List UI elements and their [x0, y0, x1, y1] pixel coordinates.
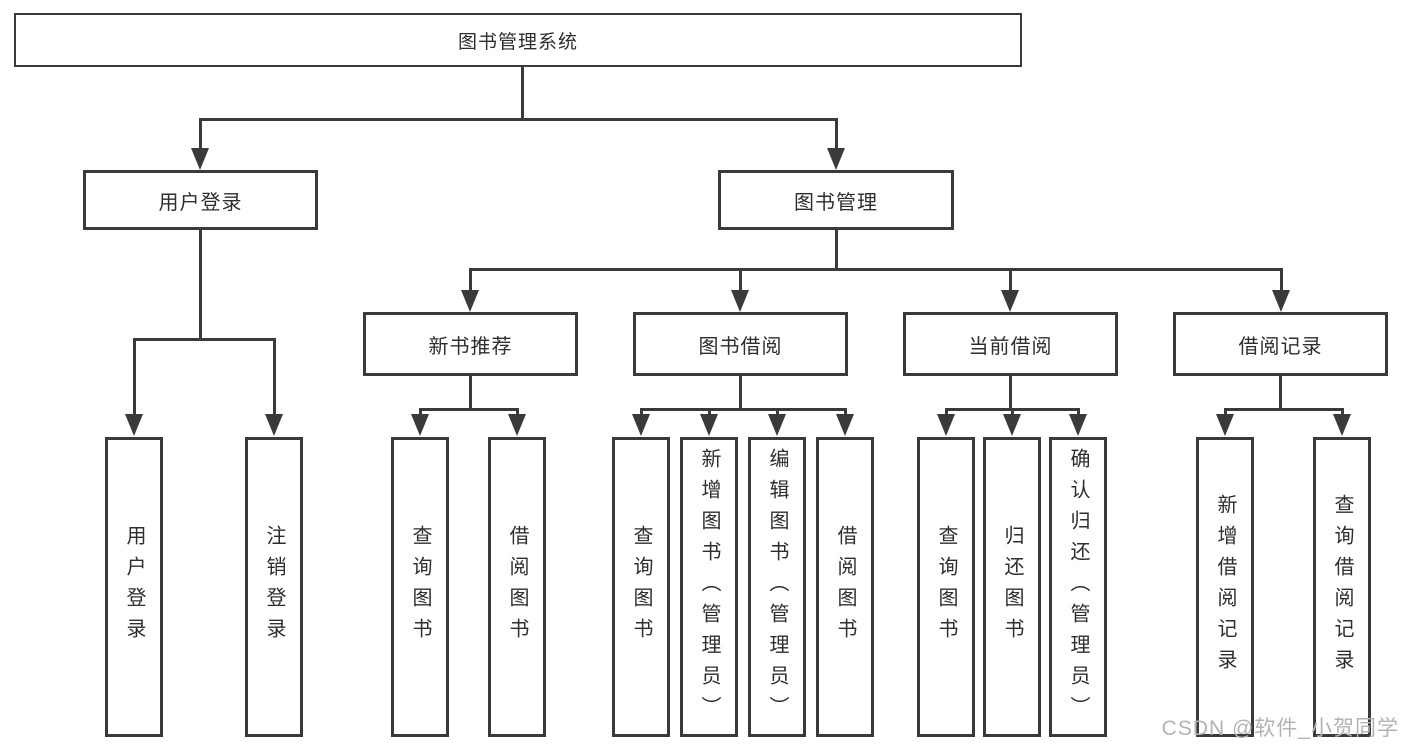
connector-book-mgmt-stem: [835, 118, 838, 152]
csdn-watermark: CSDN @软件_小贺同学: [1161, 717, 1399, 740]
arrow-down-icon: [1272, 290, 1290, 312]
leaf-label: 归还图书: [1001, 525, 1023, 649]
connector-leaf-stem: [640, 408, 643, 418]
connector-leaf-stem: [133, 338, 136, 416]
connector-level2-branch: [469, 268, 1283, 271]
arrow-down-icon: [1333, 414, 1351, 436]
connector-borrow-branch: [640, 408, 847, 411]
arrow-down-icon: [768, 414, 786, 436]
arrow-down-icon: [731, 290, 749, 312]
leaf-label: 新增借阅记录: [1214, 494, 1236, 680]
connector-leaf-stem: [1011, 408, 1014, 418]
connector-borrow-down: [739, 376, 742, 410]
leaf-user-login: 用户登录: [105, 437, 163, 737]
leaf-edit-book-admin: 编辑图书（管理员）: [748, 437, 806, 737]
leaf-label: 新增图书（管理员）: [698, 447, 720, 727]
leaf-query-books-borrow: 查询图书: [612, 437, 670, 737]
leaf-add-borrow-record: 新增借阅记录: [1196, 437, 1254, 737]
leaf-borrow-books-recommend: 借阅图书: [488, 437, 546, 737]
node-new-book-recommend: 新书推荐: [363, 312, 578, 376]
node-label: 图书管理系统: [457, 31, 578, 53]
arrow-down-icon: [937, 414, 955, 436]
node-label: 新书推荐: [428, 335, 513, 358]
connector-records-branch: [1224, 408, 1344, 411]
leaf-confirm-return-admin: 确认归还（管理员）: [1049, 437, 1107, 737]
connector-section-stem: [739, 268, 742, 292]
arrow-down-icon: [1001, 290, 1019, 312]
leaf-logout: 注销登录: [245, 437, 303, 737]
arrow-down-icon: [125, 414, 143, 436]
leaf-label: 借阅图书: [834, 525, 856, 649]
connector-leaf-stem: [945, 408, 948, 418]
leaf-return-book: 归还图书: [983, 437, 1041, 737]
connector-user-login-stem: [199, 118, 202, 152]
arrow-down-icon: [827, 148, 845, 170]
arrow-down-icon: [508, 414, 526, 436]
connector-level1-branch: [199, 118, 838, 121]
connector-user-login-down: [199, 230, 202, 338]
node-label: 借阅记录: [1238, 335, 1323, 358]
leaf-query-books-recommend: 查询图书: [391, 437, 449, 737]
arrow-down-icon: [1069, 414, 1087, 436]
node-book-management: 图书管理: [718, 170, 954, 230]
connector-records-down: [1279, 376, 1282, 410]
node-label: 图书借阅: [698, 335, 783, 358]
node-label: 用户登录: [158, 191, 243, 214]
connector-leaf-stem: [708, 408, 711, 418]
leaf-label: 注销登录: [263, 525, 285, 649]
leaf-add-book-admin: 新增图书（管理员）: [680, 437, 738, 737]
arrow-down-icon: [1003, 414, 1021, 436]
leaf-label: 查询图书: [935, 525, 957, 649]
connector-section-stem: [1280, 268, 1283, 292]
node-library-management-system: 图书管理系统: [14, 13, 1022, 67]
connector-leaf-stem: [1224, 408, 1227, 418]
connector-leaf-stem: [1077, 408, 1080, 418]
node-borrow-records: 借阅记录: [1173, 312, 1388, 376]
connector-new-book-branch: [419, 408, 519, 411]
arrow-down-icon: [265, 414, 283, 436]
arrow-down-icon: [461, 290, 479, 312]
connector-user-login-branch: [133, 338, 276, 341]
node-label: 图书管理: [794, 191, 878, 214]
connector-leaf-stem: [516, 408, 519, 418]
leaf-label: 用户登录: [123, 525, 145, 649]
connector-leaf-stem: [844, 408, 847, 418]
node-label: 当前借阅: [968, 335, 1053, 358]
leaf-label: 查询图书: [630, 525, 652, 649]
leaf-label: 编辑图书（管理员）: [766, 447, 788, 727]
leaf-query-borrow-record: 查询借阅记录: [1313, 437, 1371, 737]
leaf-label: 查询图书: [409, 525, 431, 649]
connector-section-stem: [469, 268, 472, 292]
node-user-login: 用户登录: [83, 170, 318, 230]
arrow-down-icon: [700, 414, 718, 436]
connector-current-down: [1009, 376, 1012, 410]
arrow-down-icon: [632, 414, 650, 436]
arrow-down-icon: [836, 414, 854, 436]
leaf-label: 查询借阅记录: [1331, 494, 1353, 680]
connector-root-stem: [521, 67, 524, 120]
arrow-down-icon: [1216, 414, 1234, 436]
leaf-borrow-books: 借阅图书: [816, 437, 874, 737]
leaf-label: 确认归还（管理员）: [1067, 447, 1089, 727]
arrow-down-icon: [411, 414, 429, 436]
connector-section-stem: [1009, 268, 1012, 292]
connector-leaf-stem: [273, 338, 276, 416]
leaf-query-books-current: 查询图书: [917, 437, 975, 737]
connector-book-mgmt-down: [835, 230, 838, 268]
leaf-label: 借阅图书: [506, 525, 528, 649]
node-current-borrow: 当前借阅: [903, 312, 1118, 376]
connector-new-book-down: [469, 376, 472, 410]
arrow-down-icon: [191, 148, 209, 170]
node-book-borrow: 图书借阅: [633, 312, 848, 376]
connector-leaf-stem: [419, 408, 422, 418]
connector-leaf-stem: [776, 408, 779, 418]
connector-leaf-stem: [1341, 408, 1344, 418]
